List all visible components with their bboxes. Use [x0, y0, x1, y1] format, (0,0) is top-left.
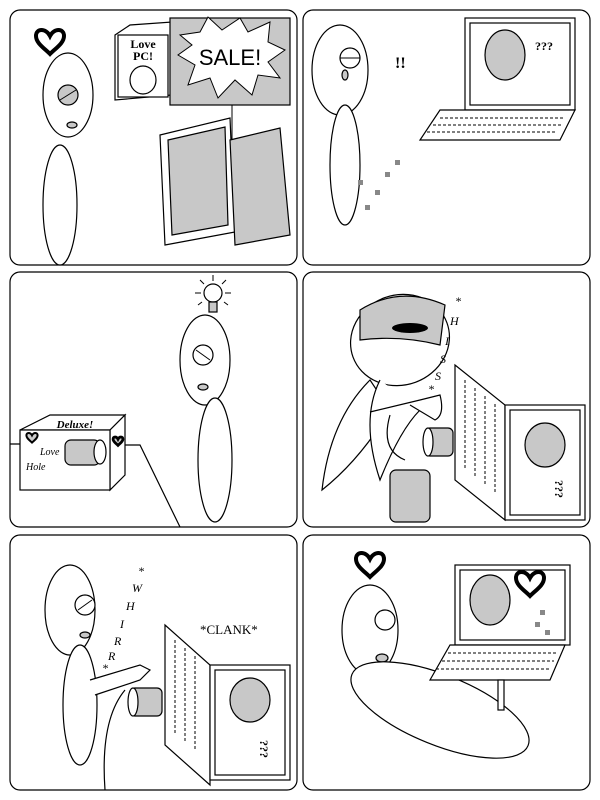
screen-text: ???: [257, 740, 271, 758]
pixel-drips: [535, 610, 550, 635]
body: [42, 144, 78, 266]
laptop-rotated: ???: [422, 363, 586, 522]
svg-text:*: *: [102, 661, 108, 675]
svg-text:W: W: [132, 581, 143, 595]
panel-3: Deluxe! Love Hole: [9, 271, 298, 528]
laptop: ???: [418, 17, 576, 141]
panel-1: Love PC! SALE!: [9, 9, 298, 266]
box-title: Deluxe!: [56, 419, 94, 431]
sale-text: SALE!: [199, 45, 261, 70]
poster-rack: [159, 117, 291, 246]
panel-4: * H I S S * ???: [302, 271, 591, 528]
gas-tank: [389, 469, 431, 523]
svg-text:H: H: [449, 314, 460, 328]
hiss-sfx: * H I S S *: [428, 294, 461, 396]
screen-text: ???: [535, 39, 553, 53]
svg-text:I: I: [444, 334, 450, 348]
panel-5: * W H I R R * *CLANK* ???: [9, 534, 298, 791]
svg-text:*: *: [138, 564, 144, 578]
whirr-sfx: * W H I R R *: [102, 564, 144, 675]
pixel-drips: [358, 160, 400, 210]
panel-6: [302, 534, 591, 791]
laptop-rotated: ???: [127, 623, 291, 787]
box-label: Love: [130, 37, 156, 51]
svg-text:S: S: [440, 352, 446, 366]
lightbulb-icon: [195, 275, 231, 313]
svg-text:I: I: [119, 617, 125, 631]
box-label: PC!: [133, 49, 153, 63]
svg-text:*: *: [455, 294, 461, 308]
svg-text:R: R: [107, 649, 116, 663]
laptop: [428, 564, 571, 711]
love-pc-box: Love PC!: [114, 21, 173, 101]
clank-text: *CLANK*: [200, 622, 258, 637]
exclaim-text: !!: [395, 55, 406, 72]
panel-2: !! ???: [302, 9, 591, 266]
svg-text:R: R: [113, 634, 122, 648]
screen-text: ???: [552, 480, 566, 498]
svg-text:S: S: [435, 369, 441, 383]
sale-sign: SALE!: [169, 16, 291, 145]
love-hole-box: Deluxe! Love Hole: [10, 413, 181, 528]
box-word: Love: [39, 447, 60, 458]
svg-text:*: *: [428, 382, 434, 396]
svg-text:H: H: [125, 599, 136, 613]
box-word: Hole: [25, 462, 46, 473]
